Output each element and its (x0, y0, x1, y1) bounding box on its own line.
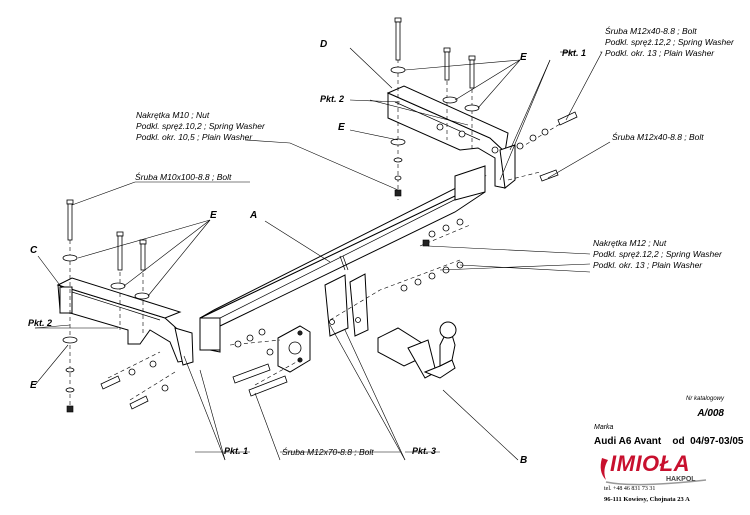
label-e-bottom: E (30, 380, 37, 391)
assembly-guides (69, 24, 561, 410)
callout-m12-line3: Podkl. okr. 13 ; Plain Washer (593, 260, 703, 270)
label-pkt3: Pkt. 3 (412, 446, 436, 456)
label-c: C (30, 245, 38, 256)
label-b: B (520, 455, 527, 466)
label-e-left: E (210, 210, 217, 221)
label-a: A (249, 210, 257, 221)
bracket-d (386, 85, 516, 189)
callout-m12-line2: Podkl. spręż.12,2 ; Spring Washer (593, 249, 723, 259)
callout-right-bolt: Śruba M12x40-8.8 ; Bolt (612, 131, 704, 142)
bracket-c (56, 277, 194, 366)
callout-tr-line2: Podkl. spręż.12,2 ; Spring Washer (605, 37, 735, 47)
callout-m10-line3: Podkl. okr. 10,5 ; Plain Washer (136, 132, 253, 142)
label-e-mid: E (338, 122, 345, 133)
callout-bolt-m12x70: Śruba M12x70-8.8 ; Bolt (282, 446, 374, 457)
label-pkt1-top: Pkt. 1 (562, 48, 586, 58)
callout-m12-line1: Nakrętka M12 ; Nut (593, 238, 667, 248)
callout-m10-line1: Nakrętka M10 ; Nut (136, 110, 210, 120)
washers-nuts (62, 66, 549, 413)
crossbar-a (199, 165, 487, 353)
callout-tr-line3: Podkl. okr. 13 ; Plain Washer (605, 48, 715, 58)
callout-m10-line2: Podkl. spręż.10,2 ; Spring Washer (136, 121, 266, 131)
callout-tr-line1: Śruba M12x40-8.8 ; Bolt (605, 25, 697, 36)
label-pkt2-left: Pkt. 2 (28, 318, 52, 328)
socket-plate (277, 325, 311, 373)
tow-plates (324, 273, 369, 337)
towball-b (377, 321, 457, 379)
label-pkt1-bottom: Pkt. 1 (224, 446, 248, 456)
bolts (66, 17, 578, 410)
leader-lines (34, 47, 611, 461)
callout-bolt-m10: Śruba M10x100-8.8 ; Bolt (135, 171, 232, 182)
label-e-top: E (520, 52, 527, 63)
label-d: D (320, 39, 327, 50)
label-pkt2-top: Pkt. 2 (320, 94, 344, 104)
